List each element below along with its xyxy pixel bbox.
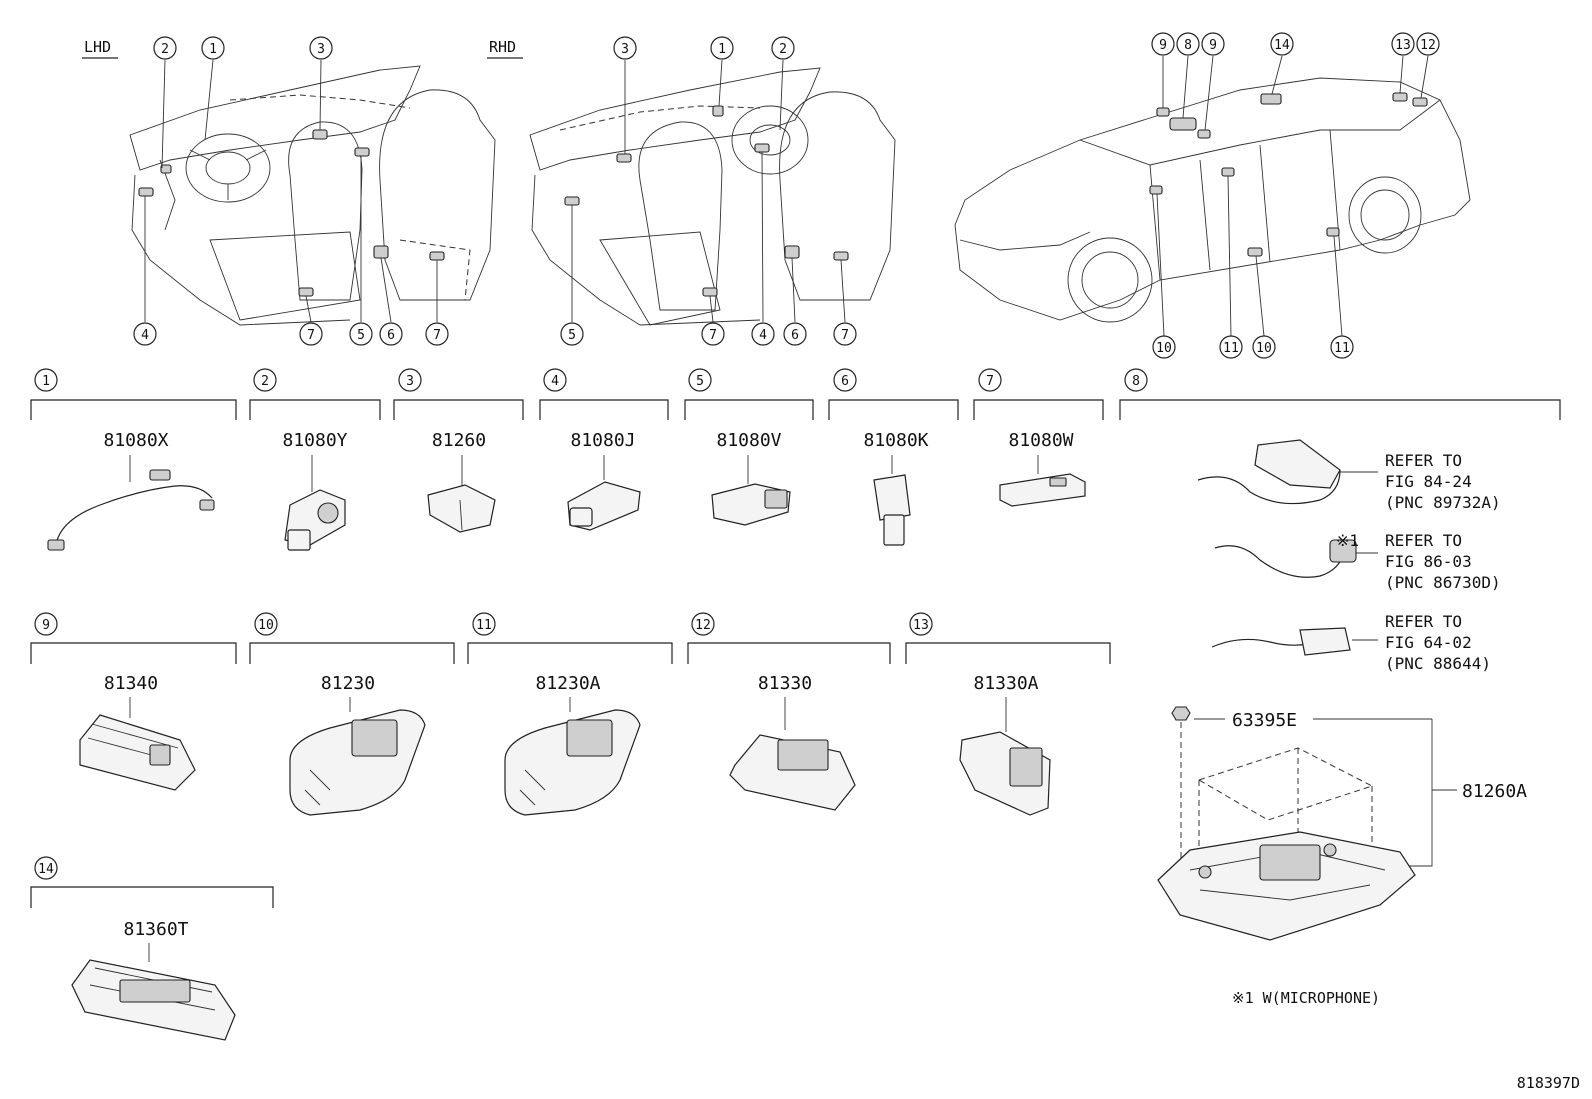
section-6: 6 81080K bbox=[828, 368, 959, 546]
car-callout: 10 bbox=[1256, 341, 1272, 356]
rhd-callout: 5 bbox=[568, 328, 576, 343]
footnote: ※1 W(MICROPHONE) bbox=[1232, 989, 1380, 1007]
rhd-callout: 7 bbox=[709, 328, 717, 343]
vehicle-view: 9 8 9 14 13 12 10 11 10 11 bbox=[954, 32, 1471, 359]
rhd-callout: 6 bbox=[791, 328, 799, 343]
reference-line: FIG 84-24 bbox=[1385, 472, 1472, 491]
part-number: 81340 bbox=[104, 673, 158, 694]
part-number: 81330 bbox=[758, 673, 812, 694]
part-number: 81230A bbox=[535, 673, 600, 694]
section-number: 5 bbox=[696, 374, 704, 389]
lhd-callout: 3 bbox=[317, 42, 325, 57]
section-11: 11 81230A bbox=[467, 612, 673, 816]
reference-line: (PNC 86730D) bbox=[1385, 573, 1501, 592]
reference-line: FIG 64-02 bbox=[1385, 633, 1472, 652]
car-callout: 13 bbox=[1395, 38, 1411, 53]
car-callout: 11 bbox=[1334, 341, 1350, 356]
footnote-mark: ※1 bbox=[1336, 531, 1359, 550]
part-number: 81260 bbox=[432, 430, 486, 451]
reference-line: (PNC 89732A) bbox=[1385, 493, 1501, 512]
car-callout: 8 bbox=[1184, 38, 1192, 53]
section-number: 4 bbox=[551, 374, 559, 389]
part-number: 81360T bbox=[123, 919, 188, 940]
section-number: 12 bbox=[695, 618, 711, 633]
section-4: 4 81080J bbox=[539, 368, 669, 531]
car-callout: 14 bbox=[1274, 38, 1290, 53]
rhd-callout: 2 bbox=[779, 42, 787, 57]
rhd-callout: 3 bbox=[621, 42, 629, 57]
reference-line: REFER TO bbox=[1385, 612, 1462, 631]
part-number: 81330A bbox=[973, 673, 1038, 694]
section-number: 13 bbox=[913, 618, 929, 633]
part-number: 81080J bbox=[570, 430, 635, 451]
lhd-callout: 2 bbox=[161, 42, 169, 57]
lhd-callout: 7 bbox=[433, 328, 441, 343]
car-callout: 12 bbox=[1420, 38, 1436, 53]
section-number: 3 bbox=[406, 374, 414, 389]
reference-line: FIG 86-03 bbox=[1385, 552, 1472, 571]
section-13: 13 81330A bbox=[905, 612, 1111, 816]
section-1: 1 81080X bbox=[30, 368, 237, 551]
rhd-callout: 1 bbox=[718, 42, 726, 57]
section-9: 9 81340 bbox=[30, 612, 237, 791]
section-8: 8 REFER TO FIG 84-24 (PNC 89732A) ※1 REF… bbox=[1119, 368, 1561, 673]
lhd-label: LHD bbox=[84, 38, 111, 56]
section-number: 11 bbox=[476, 618, 492, 633]
lhd-callout: 6 bbox=[387, 328, 395, 343]
part-number: 81080Y bbox=[282, 430, 347, 451]
diagram-code: 818397D bbox=[1517, 1074, 1580, 1092]
lhd-interior-view: LHD 2 1 3 4 5 bbox=[82, 36, 496, 346]
car-callout: 11 bbox=[1223, 341, 1239, 356]
overhead-lamp-assembly: 63395E 81260A bbox=[1157, 706, 1527, 941]
section-number: 10 bbox=[258, 618, 274, 633]
section-14: 14 81360T bbox=[30, 856, 274, 1041]
rhd-interior-view: RHD 3 1 2 5 7 4 6 7 bbox=[487, 36, 896, 346]
reference-line: REFER TO bbox=[1385, 451, 1462, 470]
section-5: 5 81080V bbox=[684, 368, 814, 526]
section-12: 12 81330 bbox=[687, 612, 891, 811]
rhd-callout: 7 bbox=[841, 328, 849, 343]
section-number: 7 bbox=[986, 374, 994, 389]
reference-line: REFER TO bbox=[1385, 531, 1462, 550]
part-number: 81080X bbox=[103, 430, 168, 451]
section-3: 3 81260 bbox=[393, 368, 524, 533]
section-number: 9 bbox=[42, 618, 50, 633]
section-number: 1 bbox=[42, 374, 50, 389]
lhd-callout: 7 bbox=[307, 328, 315, 343]
section-number: 14 bbox=[38, 862, 54, 877]
part-number: 81230 bbox=[321, 673, 375, 694]
section-7: 7 81080W bbox=[973, 368, 1104, 507]
car-callout: 10 bbox=[1156, 341, 1172, 356]
section-number: 8 bbox=[1132, 374, 1140, 389]
reference-line: (PNC 88644) bbox=[1385, 654, 1491, 673]
rhd-label: RHD bbox=[489, 38, 516, 56]
lamp-part-number: 81260A bbox=[1462, 781, 1527, 802]
part-number: 81080K bbox=[863, 430, 928, 451]
lhd-callout: 1 bbox=[209, 42, 217, 57]
rhd-callout: 4 bbox=[759, 328, 767, 343]
car-callout: 9 bbox=[1159, 38, 1167, 53]
clip-part-number: 63395E bbox=[1232, 710, 1297, 731]
section-number: 2 bbox=[261, 374, 269, 389]
car-callout: 9 bbox=[1209, 38, 1217, 53]
part-number: 81080W bbox=[1008, 430, 1073, 451]
section-10: 10 81230 bbox=[249, 612, 455, 816]
part-number: 81080V bbox=[716, 430, 781, 451]
section-2: 2 81080Y bbox=[249, 368, 381, 551]
section-number: 6 bbox=[841, 374, 849, 389]
lhd-callout: 5 bbox=[357, 328, 365, 343]
lhd-callout: 4 bbox=[141, 328, 149, 343]
